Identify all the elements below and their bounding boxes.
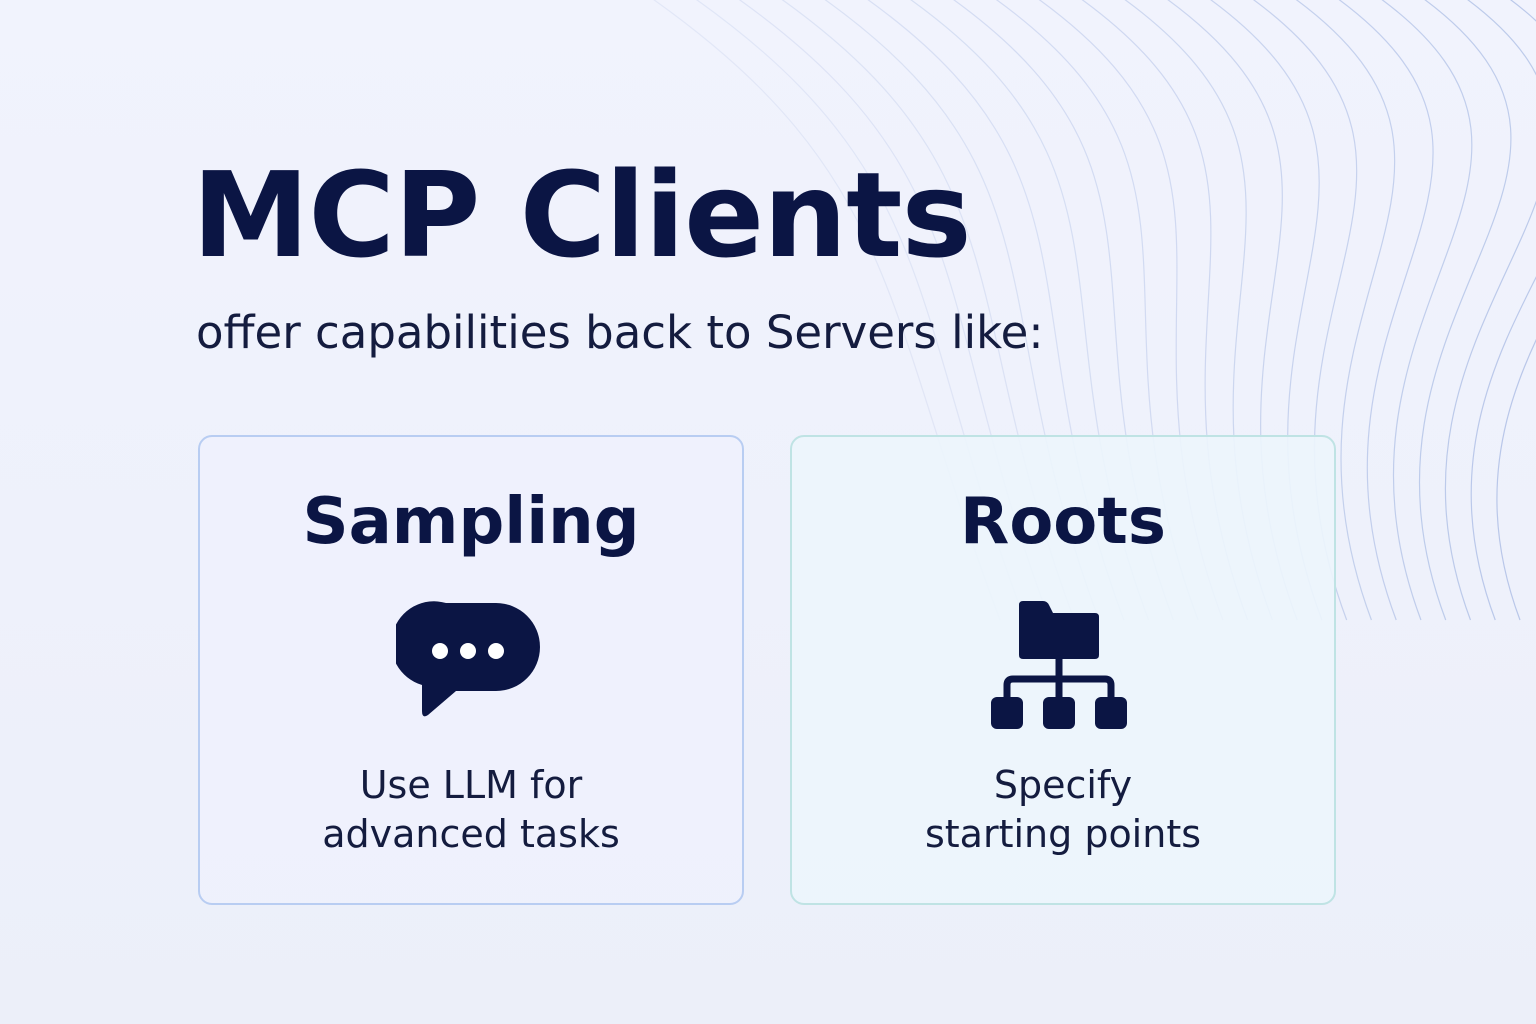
sampling-card: Sampling Use LLM for advanced tasks (198, 435, 744, 905)
roots-card-title: Roots (960, 485, 1166, 559)
wave-line (1496, 339, 1536, 621)
wave-line (1418, 0, 1512, 621)
sampling-card-description: Use LLM for advanced tasks (200, 761, 742, 860)
roots-desc-line-2: starting points (924, 812, 1202, 857)
roots-card: Roots Specify starting points (790, 435, 1336, 905)
wave-line (1338, 0, 1434, 621)
sampling-desc-line-2: advanced tasks (322, 812, 620, 857)
sampling-card-title: Sampling (302, 485, 640, 559)
wave-line (1381, 0, 1473, 621)
sampling-desc-line-1: Use LLM for (359, 763, 583, 807)
roots-desc-line-1: Specify (993, 763, 1133, 807)
chat-bubble-icon (396, 601, 540, 717)
folder-tree-icon (991, 601, 1127, 729)
page-title: MCP Clients (192, 146, 972, 284)
page-subtitle: offer capabilities back to Servers like: (196, 306, 1044, 359)
roots-card-description: Specify starting points (792, 761, 1334, 860)
wave-line (1470, 0, 1536, 621)
wave-line (1444, 0, 1536, 621)
